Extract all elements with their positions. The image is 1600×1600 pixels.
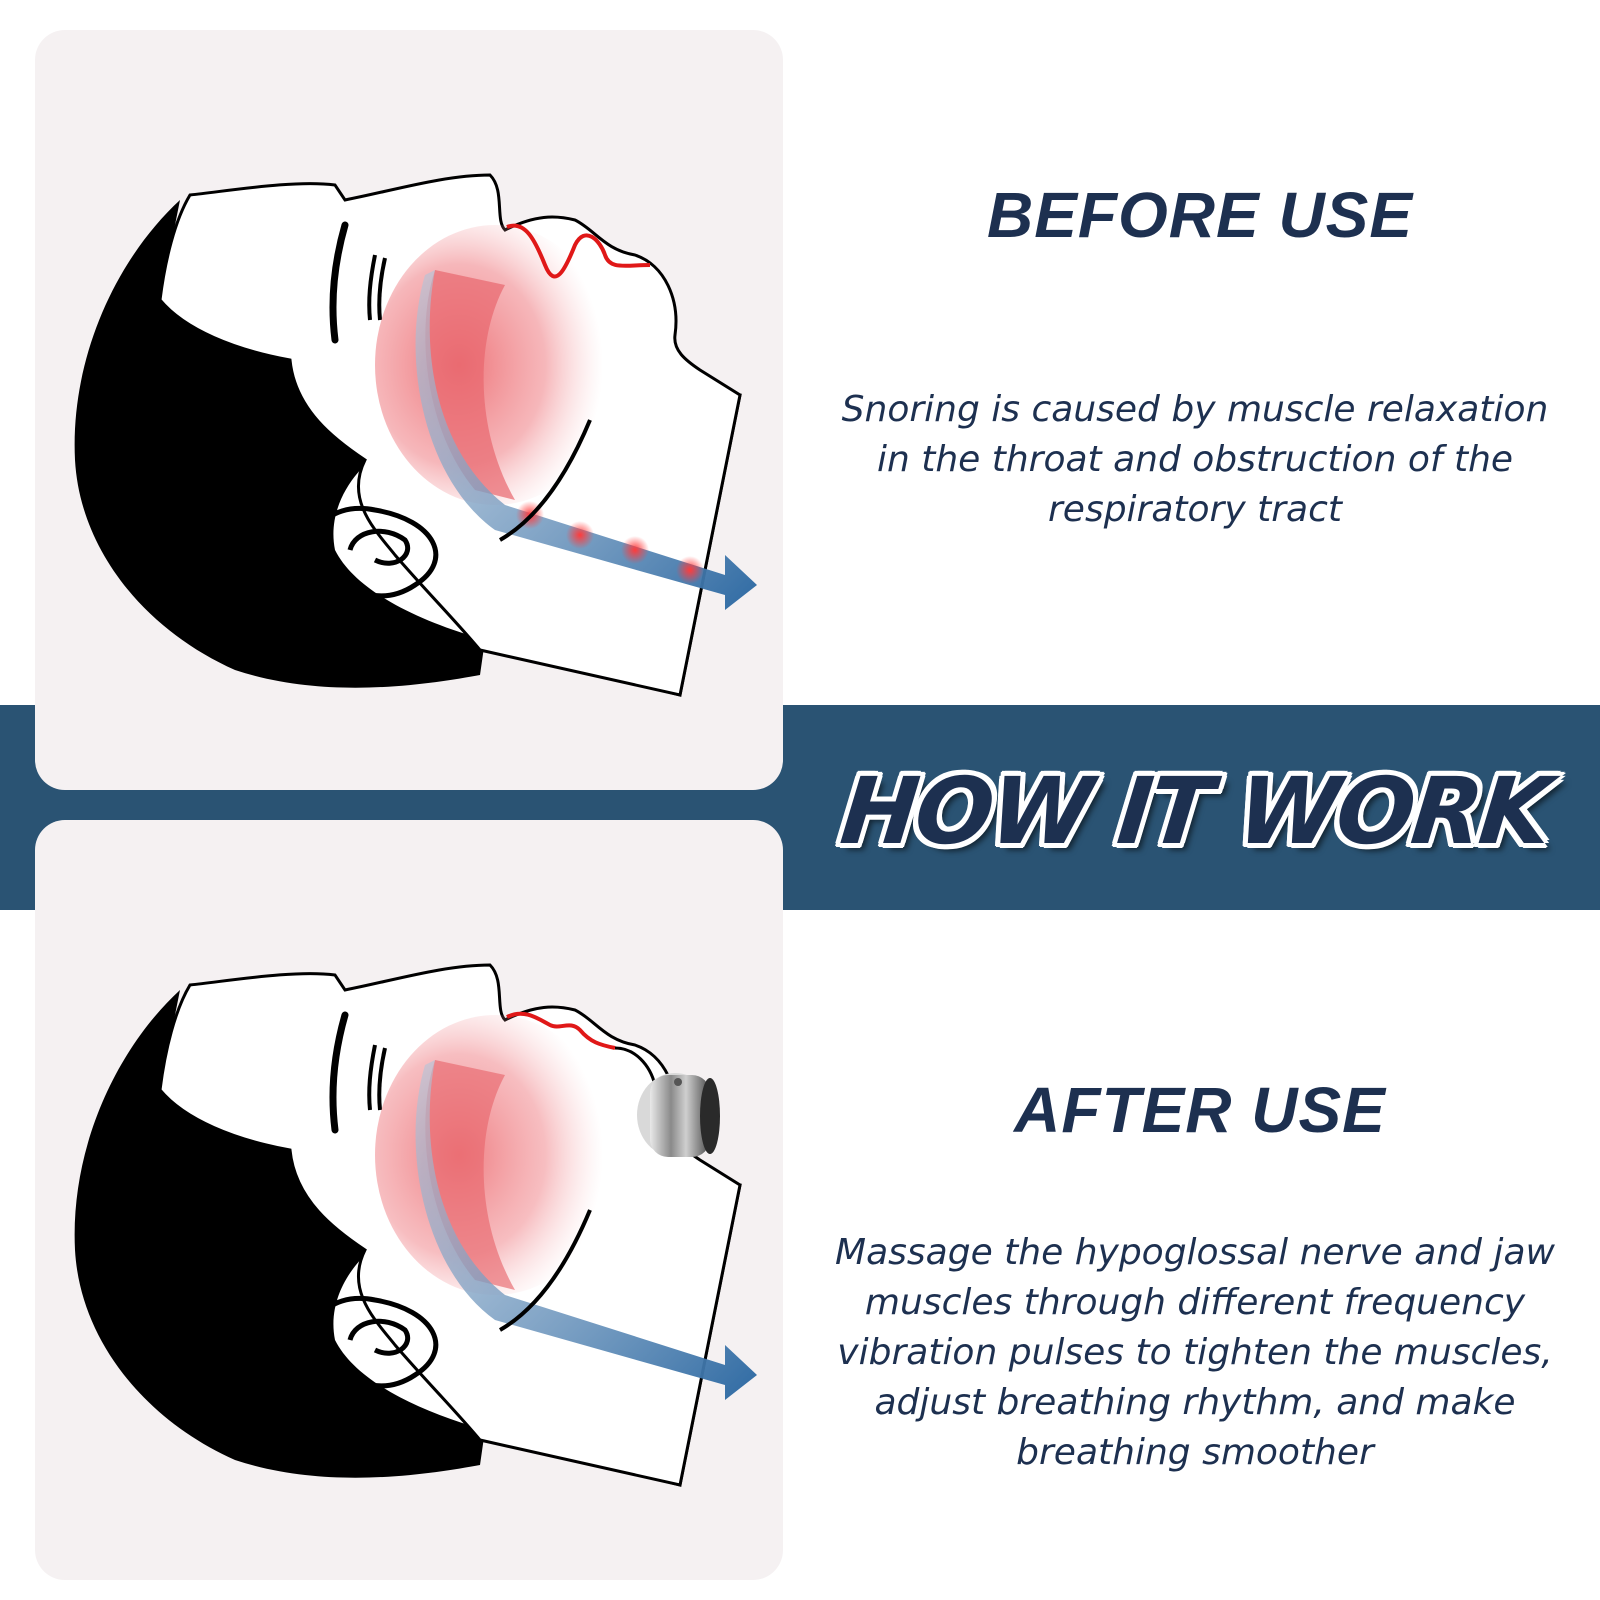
hair-shape bbox=[74, 200, 486, 688]
snore-wave-icon bbox=[506, 223, 651, 279]
how-it-work-title: HOW IT WORK bbox=[836, 758, 1554, 865]
description-line: Snoring is caused by muscle relaxation bbox=[841, 389, 1549, 430]
before-illustration-panel bbox=[35, 30, 783, 790]
before-use-description: Snoring is caused by muscle relaxation i… bbox=[800, 385, 1590, 535]
after-use-heading: AFTER USE bbox=[1014, 1074, 1386, 1146]
description-line: respiratory tract bbox=[1048, 489, 1342, 530]
after-use-description: Massage the hypoglossal nerve and jaw mu… bbox=[800, 1228, 1590, 1478]
description-line: in the throat and obstruction of the bbox=[876, 439, 1514, 480]
airflow-arrow bbox=[415, 270, 757, 610]
description-line: Massage the hypoglossal nerve and jaw bbox=[835, 1232, 1555, 1273]
chin-device-icon bbox=[637, 1073, 720, 1157]
before-use-heading: BEFORE USE bbox=[986, 179, 1414, 251]
sleeping-head-with-device-illustration bbox=[74, 963, 757, 1487]
description-line: breathing smoother bbox=[1016, 1432, 1374, 1473]
after-illustration-panel bbox=[35, 820, 783, 1580]
description-line: muscles through different frequency bbox=[864, 1282, 1526, 1323]
sleeping-head-obstructed-illustration bbox=[74, 173, 757, 697]
airflow-arrow bbox=[415, 1060, 757, 1400]
description-line: vibration pulses to tighten the muscles, bbox=[837, 1332, 1553, 1373]
description-line: adjust breathing rhythm, and make bbox=[874, 1382, 1516, 1423]
hair-shape bbox=[74, 990, 486, 1478]
